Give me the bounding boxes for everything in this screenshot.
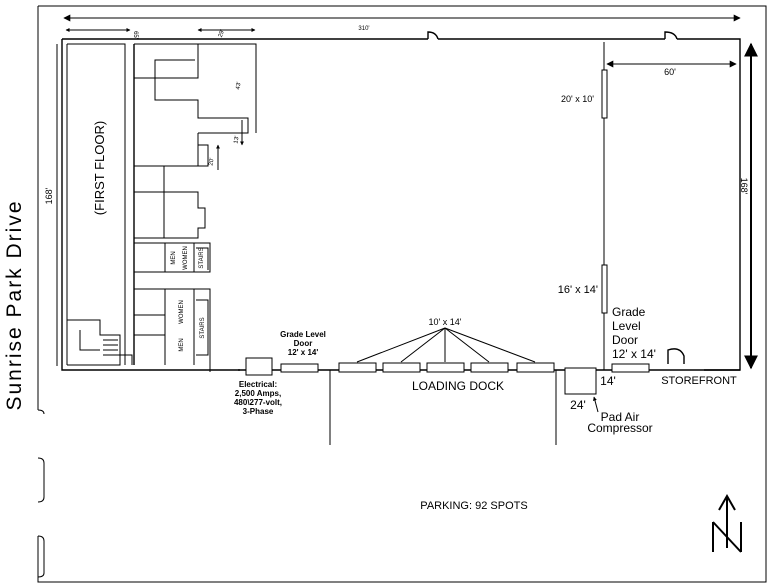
office-block (66, 43, 257, 372)
dim-total-width-label: 310' (358, 26, 369, 32)
dim-total-depth-label: 168' (44, 187, 54, 204)
storefront-label: STOREFRONT (661, 375, 737, 387)
dock-door (470, 362, 509, 373)
dock-door (426, 362, 465, 373)
grade-door-1-line3: 12' x 14' (288, 348, 319, 357)
compressor-pad (564, 367, 597, 395)
room-stairs-2: STAIRS (200, 317, 206, 338)
dim-storefront-depth-label: 168' (739, 178, 749, 195)
electrical-box (245, 357, 273, 376)
storefront-partition (601, 42, 608, 370)
compressor-line2: Compressor (587, 421, 652, 435)
dock-doors (338, 362, 555, 373)
dim-office-depth-a: 43' (235, 81, 242, 90)
door-20x10: 20' x 10' (561, 94, 594, 104)
grade-door-1-line1: Grade Level (280, 330, 326, 339)
dim-office-width-label: 65' (132, 31, 138, 39)
first-floor-label: (FIRST FLOOR) (92, 121, 107, 215)
north-arrow-icon (712, 493, 742, 553)
dock-doors-label: 10' x 14' (429, 317, 462, 327)
room-stairs-1: STAIRS (199, 247, 205, 268)
parking-label: PARKING: 92 SPOTS (420, 500, 527, 512)
room-women-2: WOMEN (179, 300, 185, 324)
grade-door-1 (280, 363, 319, 373)
dim-office-segment-label: 29' (218, 29, 226, 38)
door-16x14: 16' x 14' (558, 284, 598, 296)
dock-door-leaders (356, 327, 536, 363)
grade-door-2 (611, 363, 650, 373)
dim-office-depth-c: 20' (208, 157, 215, 166)
dock-door (516, 362, 555, 373)
electrical-line4: 3-Phase (243, 407, 274, 416)
electrical-line2: 2,500 Amps, (235, 389, 281, 398)
electrical-line1: Electrical: (239, 380, 277, 389)
compressor-line1: Pad Air (601, 410, 640, 424)
street-name: Sunrise Park Drive (3, 199, 26, 410)
dock-door (382, 362, 421, 373)
dim-total-width (63, 14, 741, 34)
grade-door-2-line2: Level (612, 319, 641, 333)
compressor-pointer (592, 396, 599, 413)
grade-door-2-line3: Door (612, 333, 638, 347)
dim-office-depth-b: 13' (233, 135, 240, 144)
dim-storefront-width-label: 60' (664, 67, 676, 77)
grade-door-2-line1: Grade (612, 305, 646, 319)
loading-dock-label: LOADING DOCK (412, 379, 504, 393)
grade-door-1-line2: Door (294, 339, 313, 348)
room-men-1: MEN (171, 251, 177, 264)
dock-door (338, 362, 377, 373)
room-men-2: MEN (179, 338, 185, 351)
electrical-line3: 480\277-volt, (234, 398, 282, 407)
room-women-1: WOMEN (183, 246, 189, 270)
page-border (37, 5, 767, 583)
storefront-entry-door (667, 348, 685, 364)
compressor-size-24: 24' (570, 398, 586, 412)
grade-door-2-line4: 12' x 14' (612, 347, 656, 361)
compressor-size-14: 14' (600, 374, 616, 388)
